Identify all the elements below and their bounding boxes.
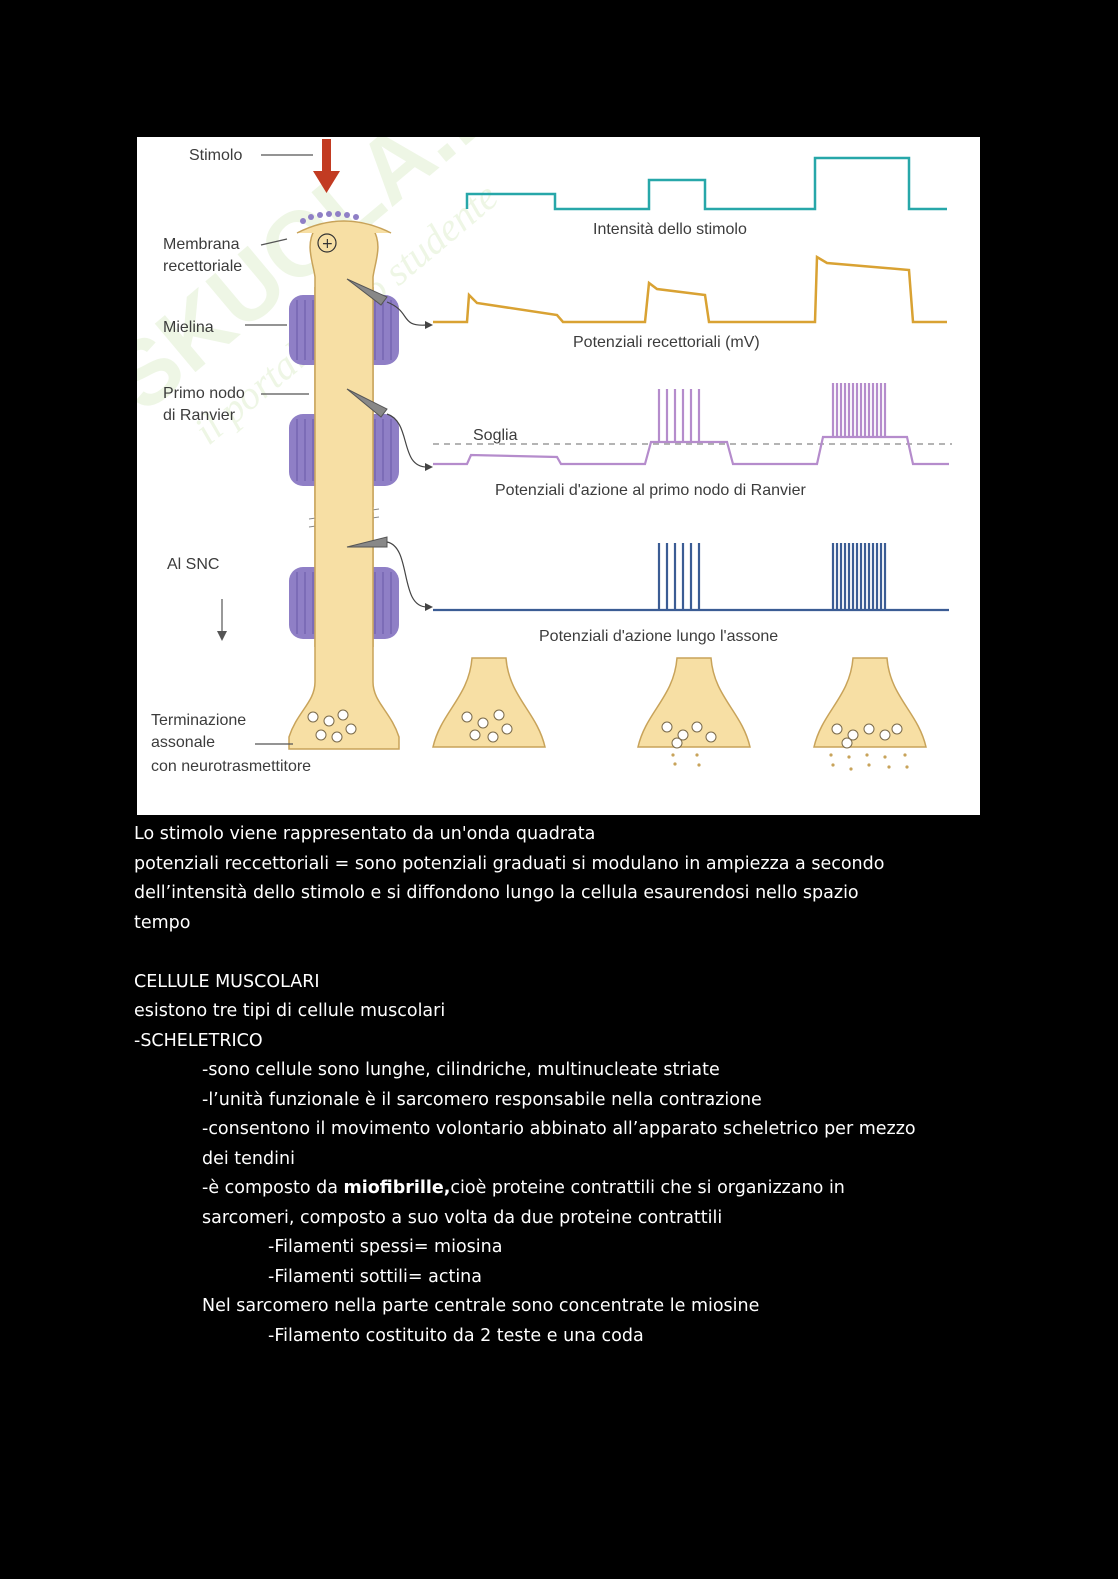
label-recettoriale: recettoriale [163,258,242,275]
text-line: -Filamento costituito da 2 teste e una c… [268,1325,644,1346]
text-line: -Filamenti sottili= actina [268,1266,482,1287]
text-line: tempo [134,912,191,933]
notes-text: Lo stimolo viene rappresentato da un'ond… [134,820,1014,1351]
text-line: -consentono il movimento volontario abbi… [202,1119,916,1139]
neuron-figure: SKUOLA.net il portale dello studente + [137,137,980,815]
text-line: -Filamenti spessi= miosina [268,1237,503,1257]
trace-axon [433,543,949,612]
stimulus-arrow [313,139,340,193]
label-al-snc: Al SNC [167,556,219,573]
text-line: esistono tre tipi di cellule muscolari [134,1001,446,1021]
svg-text:+: + [322,236,334,252]
text-line: dell’intensità dello stimolo e si diffon… [134,883,859,903]
text-line: potenziali reccettoriali = sono potenzia… [134,853,885,874]
text-fragment: cioè proteine contrattili che si organiz… [450,1178,845,1198]
text-line: -sono cellule sono lunghe, cilindriche, … [202,1060,720,1080]
label-neurotrasmettitore: con neurotrasmettitore [151,758,311,775]
text-fragment: -è composto da [202,1178,344,1198]
trace-receptor [433,254,947,324]
text-line: Lo stimolo viene rappresentato da un'ond… [134,824,596,844]
section-heading: CELLULE MUSCOLARI [134,971,320,992]
neuron-diagram: SKUOLA.net il portale dello studente + [137,137,952,775]
caption-intensita: Intensità dello stimolo [593,221,747,238]
text-line: -è composto da miofibrille,cioè proteine… [134,1174,1014,1204]
label-terminazione: Terminazione [151,712,246,729]
electrodes [346,278,388,548]
text-line: -SCHELETRICO [134,1030,263,1051]
trace-intensity [465,156,947,211]
label-di-ranvier: di Ranvier [163,407,236,424]
text-line: Nel sarcomero nella parte centrale sono … [202,1296,760,1316]
label-membrana: Membrana [163,236,240,253]
myelin [289,287,399,647]
caption-recettoriali: Potenziali recettoriali (mV) [573,334,760,351]
bold-term: miofibrille, [343,1178,451,1198]
vesicles [307,709,357,743]
label-primo-nodo: Primo nodo [163,385,245,402]
trace-first-node [433,383,949,466]
label-stimolo: Stimolo [189,147,242,164]
text-line: sarcomeri, composto a suo volta da due p… [202,1207,723,1228]
caption-primo-nodo: Potenziali d'azione al primo nodo di Ran… [495,482,806,499]
text-line: -l’unità funzionale è il sarcomero respo… [202,1089,762,1110]
text-line: dei tendini [202,1148,295,1169]
label-mielina: Mielina [163,319,214,336]
label-assonale: assonale [151,734,215,751]
label-soglia: Soglia [473,427,518,444]
caption-assone: Potenziali d'azione lungo l'assone [539,628,778,645]
